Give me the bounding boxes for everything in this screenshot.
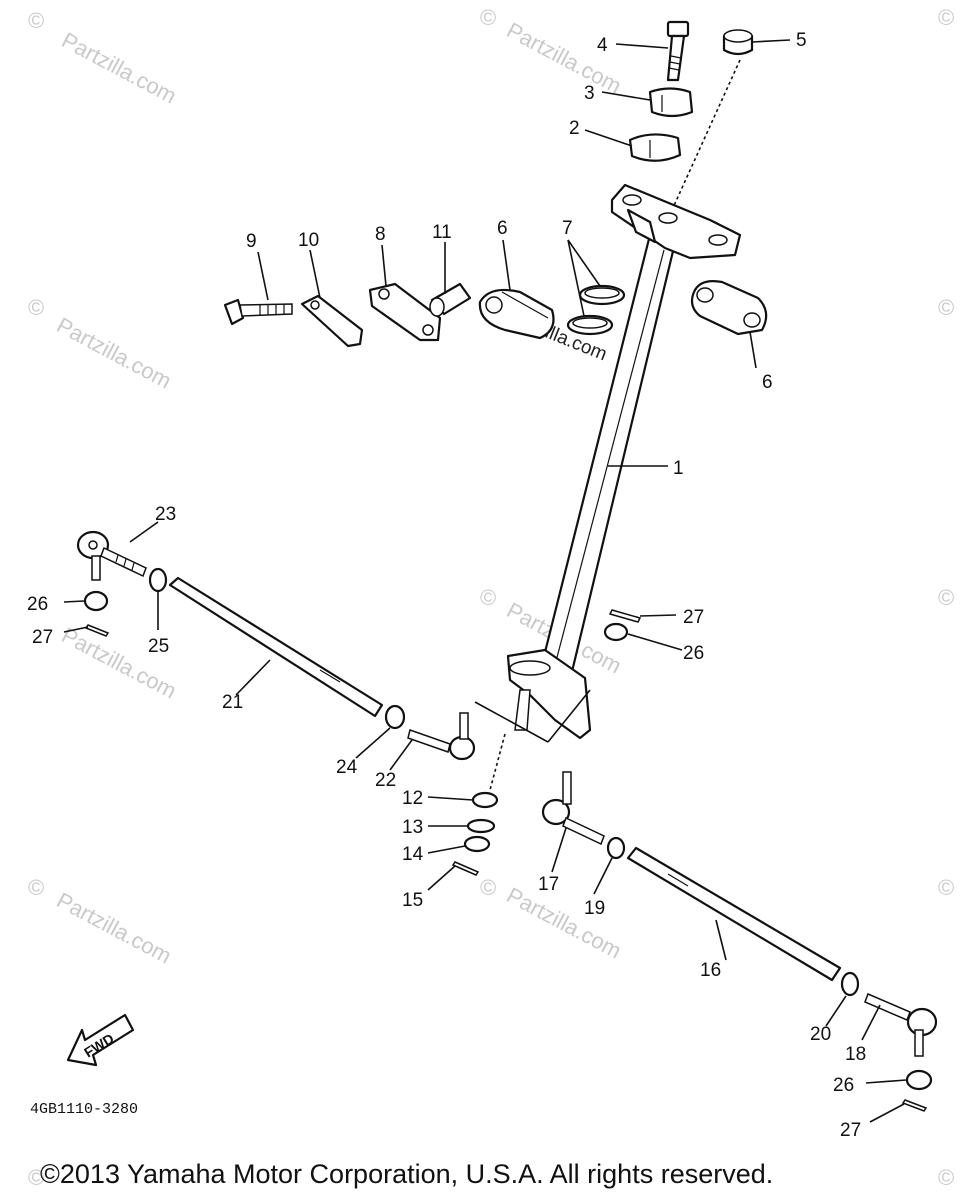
watermark-symbol: © bbox=[938, 1165, 954, 1190]
watermark-symbol: © bbox=[938, 875, 954, 900]
fwd-arrow: FWD bbox=[66, 1013, 135, 1067]
watermark: Partzilla.com bbox=[58, 27, 181, 108]
nut-26-left bbox=[83, 590, 109, 612]
tie-rod-end-18 bbox=[864, 993, 938, 1057]
callout-16: 16 bbox=[700, 960, 721, 981]
callout-5: 5 bbox=[796, 30, 807, 51]
callout-27a: 27 bbox=[32, 627, 53, 648]
bolt-4 bbox=[666, 20, 690, 82]
watermarks: © Partzilla.com © Partzilla.com © © Part… bbox=[28, 5, 954, 1190]
watermark: Partzilla.com bbox=[503, 17, 626, 98]
nut-19 bbox=[606, 836, 626, 860]
nut-24 bbox=[384, 704, 406, 730]
watermark-symbol: © bbox=[28, 295, 44, 320]
cotter-27-center bbox=[608, 609, 642, 623]
bushings-7 bbox=[566, 284, 626, 336]
watermark-symbol: © bbox=[938, 5, 954, 30]
diagram-code: 4GB1110-3280 bbox=[30, 1101, 138, 1118]
callout-14: 14 bbox=[402, 844, 424, 865]
callout-11: 11 bbox=[432, 222, 452, 243]
callout-20: 20 bbox=[810, 1024, 831, 1045]
callout-27c: 27 bbox=[840, 1120, 861, 1141]
watermark-symbol: © bbox=[28, 875, 44, 900]
tie-rod-left bbox=[168, 576, 384, 718]
holder-6-right bbox=[690, 280, 768, 336]
callout-8: 8 bbox=[375, 224, 386, 245]
watermark-symbol: © bbox=[938, 585, 954, 610]
tie-rod-end-17 bbox=[541, 771, 605, 846]
callout-3: 3 bbox=[584, 83, 595, 104]
callout-25: 25 bbox=[148, 636, 169, 657]
callout-22: 22 bbox=[375, 770, 396, 791]
copyright: ©2013 Yamaha Motor Corporation, U.S.A. A… bbox=[40, 1159, 773, 1189]
callout-21: 21 bbox=[222, 692, 243, 713]
nut-26-right bbox=[905, 1069, 933, 1091]
cap-5 bbox=[722, 29, 754, 56]
tie-rod-end-23 bbox=[76, 530, 147, 581]
callout-1: 1 bbox=[673, 458, 684, 479]
callout-10: 10 bbox=[298, 230, 319, 251]
parts: FWD bbox=[66, 20, 938, 1112]
lower-hardware bbox=[451, 733, 506, 876]
collar-11 bbox=[429, 282, 472, 317]
callout-19: 19 bbox=[584, 898, 605, 919]
callout-23: 23 bbox=[155, 504, 176, 525]
watermark: Partzilla.com bbox=[53, 887, 176, 968]
callout-13: 13 bbox=[402, 817, 423, 838]
callout-9: 9 bbox=[246, 231, 257, 252]
callout-2: 2 bbox=[569, 118, 580, 139]
callout-18: 18 bbox=[845, 1044, 866, 1065]
bushing-halves bbox=[628, 87, 694, 162]
pitman-arm bbox=[474, 648, 592, 743]
callout-26a: 26 bbox=[27, 594, 48, 615]
callout-6a: 6 bbox=[497, 218, 508, 239]
nut-25 bbox=[148, 567, 168, 593]
watermark-symbol: © bbox=[28, 8, 44, 33]
leader-lines bbox=[63, 39, 907, 1123]
callout-26b: 26 bbox=[683, 643, 704, 664]
cotter-27-right bbox=[901, 1099, 928, 1112]
callout-12: 12 bbox=[402, 788, 423, 809]
watermark-symbol: © bbox=[938, 295, 954, 320]
callout-17: 17 bbox=[538, 874, 559, 895]
callouts: 4 5 3 2 9 10 8 11 6 7 6 1 23 26 27 25 21… bbox=[27, 30, 866, 1141]
callout-27b: 27 bbox=[683, 607, 704, 628]
callout-6b: 6 bbox=[762, 372, 773, 393]
watermark: Partzilla.com bbox=[53, 312, 176, 393]
nut-20 bbox=[840, 971, 860, 997]
watermark: Partzilla.com bbox=[58, 622, 181, 703]
watermark: Partzilla.com bbox=[503, 882, 626, 963]
watermark-symbol: © bbox=[28, 1165, 44, 1190]
callout-24: 24 bbox=[336, 757, 358, 778]
tie-rod-right bbox=[626, 846, 842, 982]
watermark-symbol: © bbox=[480, 875, 496, 900]
bolt-9 bbox=[223, 298, 293, 326]
callout-26c: 26 bbox=[833, 1075, 854, 1096]
tie-rod-end-22 bbox=[407, 712, 476, 761]
lock-plate-10 bbox=[300, 294, 364, 348]
upper-column-plate bbox=[610, 183, 742, 260]
nut-26-center bbox=[603, 622, 629, 642]
callout-4: 4 bbox=[597, 35, 608, 56]
holder-6-left bbox=[478, 288, 555, 340]
callout-15: 15 bbox=[402, 890, 423, 911]
callout-7: 7 bbox=[562, 218, 573, 239]
watermark-symbol: © bbox=[480, 585, 496, 610]
watermark-symbol: © bbox=[480, 5, 496, 30]
bracket-8 bbox=[368, 282, 442, 342]
